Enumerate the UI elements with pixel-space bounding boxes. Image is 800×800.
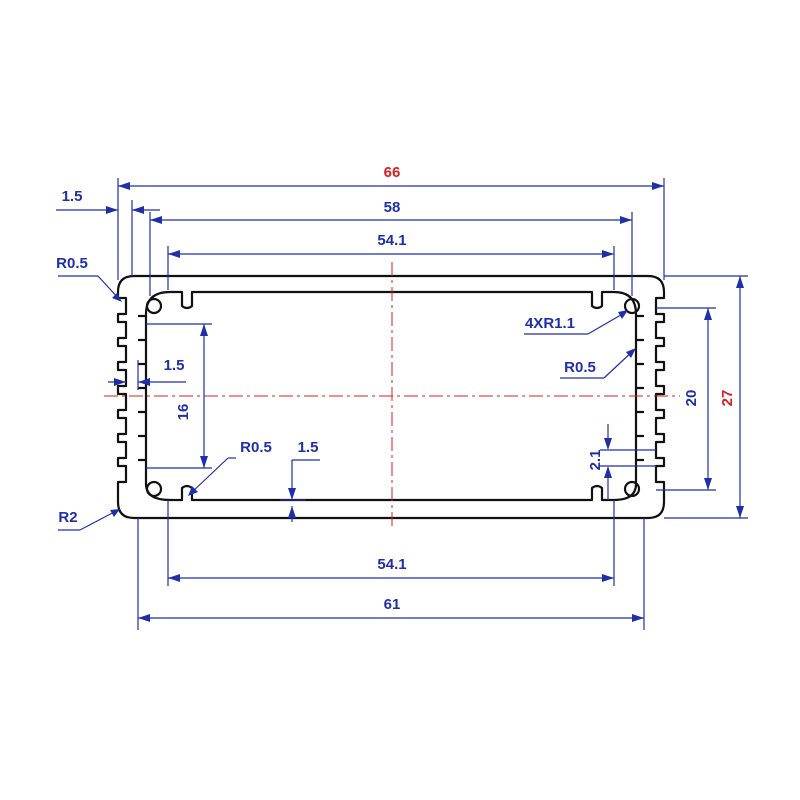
dim-label-overall-width: 66 [384,164,401,181]
dim-label-hole-pitch: 2.1 [587,450,604,471]
dim-label-overall-height: 27 [719,390,736,407]
center-lines [104,262,680,530]
screw-hole-bottom-right [623,480,641,498]
dim-label-corner-fillet-bottom: R0.5 [240,439,272,456]
dim-label-corner-fillet-right: R0.5 [564,359,596,376]
inner-fins-right [636,314,644,462]
dim-label-inner-width-top: 54.1 [377,232,406,249]
dim-label-inner-height-left: 16 [175,404,192,421]
dim-label-bottom-wall: 1.5 [298,439,319,456]
dimension-labels: 66 1.5 58 54.1 R0.5 4XR1.1 R0.5 20 27 1.… [56,164,736,613]
profile-outline [116,274,666,520]
dim-label-outer-radius: R2 [58,509,77,526]
dim-label-inner-width-bottom: 54.1 [377,556,406,573]
dim-label-fin-wall: 1.5 [164,357,185,374]
dimension-lines [56,178,748,630]
dim-label-corner-fillet-top: R0.5 [56,255,88,272]
screw-hole-top-right [623,297,641,315]
screw-hole-bottom-left [145,480,163,498]
outer-shell [116,274,666,520]
dim-label-hole-radius: 4XR1.1 [525,315,575,332]
dim-label-slot-width: 58 [384,199,401,216]
screw-hole-top-left [145,297,163,315]
dim-label-inner-height: 20 [683,390,700,407]
dim-label-wall-thickness: 1.5 [62,188,83,205]
dim-label-base-width: 61 [384,596,401,613]
inner-fins-left [138,314,146,462]
